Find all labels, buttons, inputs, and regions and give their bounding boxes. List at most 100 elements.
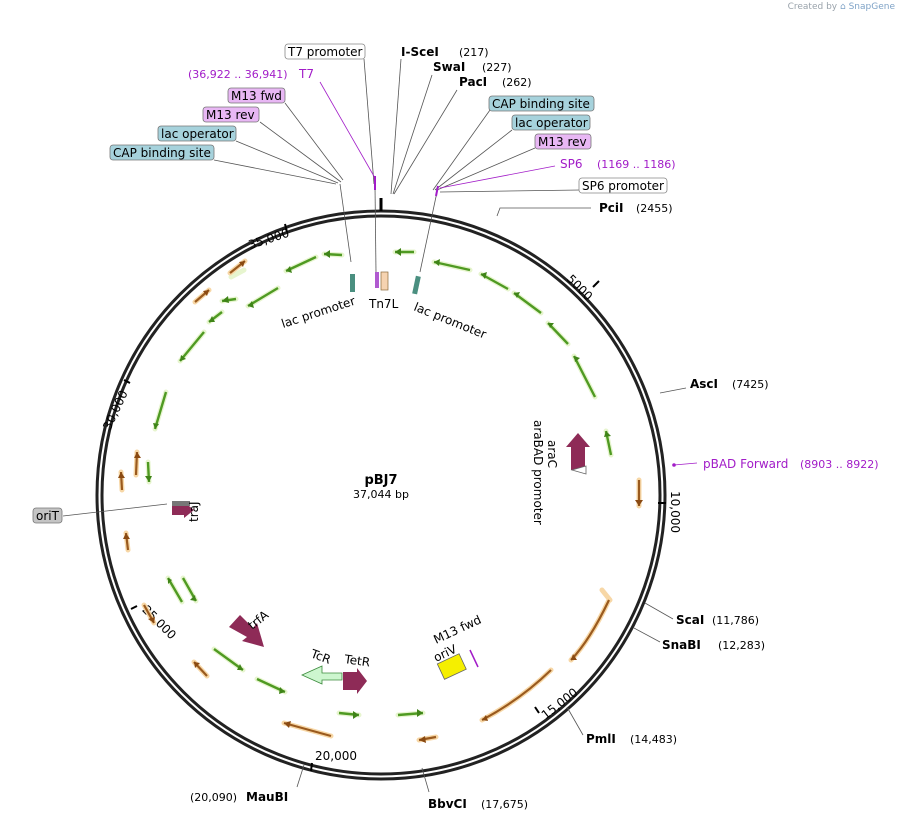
- leader-line: [363, 58, 375, 185]
- leader-line: [633, 627, 661, 643]
- leader-line: [439, 165, 556, 189]
- leader-line: [62, 503, 168, 517]
- orf-arrow[interactable]: [179, 331, 205, 362]
- credit-prefix: Created by: [787, 2, 838, 12]
- box-sp6-promoter[interactable]: [578, 177, 668, 194]
- snapgene-credit: Created by ⌂ SnapGene: [788, 2, 895, 12]
- leader-line: [434, 129, 513, 191]
- arac-feature[interactable]: [566, 433, 590, 470]
- box-sp6-promoter-text: SP6 promoter: [582, 179, 664, 193]
- m13-fwd-primer[interactable]: [469, 649, 479, 668]
- orf-heads-green: [145, 248, 611, 719]
- site-swai[interactable]: SwaI: [433, 60, 465, 74]
- site-pmli-pos: (14,483): [630, 733, 677, 746]
- orf-arrow[interactable]: [247, 286, 279, 308]
- orf-arrow[interactable]: [213, 648, 244, 671]
- box-m13-rev-left-text: M13 rev: [206, 108, 255, 122]
- tetr-feature[interactable]: [343, 668, 367, 694]
- box-m13-rev-right[interactable]: [534, 133, 592, 150]
- arabad-promoter-feature[interactable]: [570, 465, 587, 475]
- leader-line: [644, 602, 674, 620]
- site-asci[interactable]: AscI: [690, 377, 718, 391]
- primer-pbad-name[interactable]: pBAD Forward: [703, 457, 788, 471]
- site-pcii[interactable]: PciI: [599, 201, 624, 215]
- box-m13-rev-right-text: M13 rev: [538, 135, 587, 149]
- orf-arrow[interactable]: [433, 260, 471, 272]
- plasmid-size: 37,044 bp: [353, 488, 409, 501]
- box-m13-rev-left[interactable]: [202, 106, 260, 123]
- sp6-primer[interactable]: [435, 185, 439, 197]
- label-arac: araC: [545, 440, 559, 468]
- box-lac-operator-left-text: lac operator: [161, 127, 234, 141]
- label-tcr: TcR: [308, 646, 333, 666]
- leader-line: [421, 767, 430, 793]
- orf-arrow[interactable]: [513, 292, 542, 314]
- leader-line: [296, 764, 305, 788]
- oriv-feature[interactable]: [436, 653, 467, 680]
- orit-mark: [172, 501, 190, 506]
- leader-line: [566, 706, 584, 736]
- box-cap-binding-right-text: CAP binding site: [492, 97, 590, 111]
- primer-t7-name[interactable]: T7: [298, 67, 314, 81]
- site-bbvci[interactable]: BbvCI: [428, 797, 467, 811]
- primer-pbad-range: (8903 .. 8922): [800, 458, 879, 471]
- label-traj: traJ: [187, 501, 201, 522]
- box-lac-operator-right[interactable]: [511, 114, 591, 131]
- box-lac-operator-right-text: lac operator: [515, 116, 588, 130]
- box-orit[interactable]: [32, 507, 63, 524]
- box-cap-binding-left[interactable]: [109, 144, 215, 161]
- site-scai[interactable]: ScaI: [676, 613, 704, 627]
- orf-arrow[interactable]: [547, 322, 569, 345]
- site-swai-pos: (227): [482, 61, 512, 74]
- pbad-primer[interactable]: [672, 463, 676, 467]
- leader-lines: [62, 58, 687, 793]
- lac-promoter-right-feature[interactable]: [412, 275, 421, 295]
- site-asci-pos: (7425): [732, 378, 769, 391]
- leader-line: [284, 102, 344, 181]
- orf-arrow[interactable]: [166, 577, 184, 603]
- primer-labels: (36,922 .. 36,941) T7 SP6 (1169 .. 1186)…: [188, 67, 879, 471]
- orf-heads-orange: [118, 261, 643, 743]
- label-lac-promoter-left: lac promoter: [280, 294, 357, 331]
- primer-t7-range: (36,922 .. 36,941): [188, 68, 288, 81]
- orf-arrow[interactable]: [153, 391, 168, 430]
- box-cap-binding-right[interactable]: [488, 95, 595, 112]
- site-iscei[interactable]: I-SceI: [401, 45, 439, 59]
- box-t7-promoter[interactable]: [284, 43, 366, 60]
- site-pmli[interactable]: PmlI: [586, 732, 616, 746]
- orf-arrow[interactable]: [572, 355, 597, 398]
- site-maubi[interactable]: MauBI: [246, 790, 288, 804]
- site-snabi[interactable]: SnaBI: [662, 638, 701, 652]
- ruler-tick: [310, 762, 313, 772]
- box-orit-text: oriT: [36, 509, 60, 523]
- tn7l-feature[interactable]: [380, 271, 389, 291]
- leader-line: [496, 207, 591, 217]
- orf-arrow[interactable]: [570, 599, 610, 661]
- leader-line: [339, 183, 352, 263]
- box-cap-binding-left-text: CAP binding site: [113, 146, 211, 160]
- box-lac-operator-left[interactable]: [157, 125, 237, 142]
- label-arabad-promoter: araBAD promoter: [531, 420, 545, 525]
- ruler-label-10000: 10,000: [668, 491, 682, 533]
- orf-arrow[interactable]: [285, 255, 317, 273]
- primer-leaders: [319, 81, 698, 466]
- leader-line: [235, 140, 339, 184]
- primer-sp6-name[interactable]: SP6: [560, 157, 583, 171]
- ruler-tick: [284, 223, 288, 233]
- snapgene-logo-icon: ⌂: [840, 2, 846, 12]
- ruler-tick: [123, 379, 131, 384]
- site-paci[interactable]: PacI: [459, 75, 487, 89]
- boxed-labels: T7 promoter M13 fwd M13 rev lac operator…: [32, 43, 668, 524]
- leader-line: [259, 121, 342, 183]
- orf-arrow[interactable]: [283, 721, 332, 738]
- tcr-feature[interactable]: [301, 665, 343, 685]
- ruler-tick: [534, 706, 540, 714]
- trfa-feature[interactable]: [229, 615, 264, 647]
- lac-promoter-left-feature[interactable]: [350, 274, 355, 292]
- site-iscei-pos: (217): [459, 46, 489, 59]
- orf-arrow[interactable]: [481, 669, 552, 721]
- leader-line: [439, 189, 581, 193]
- leader-line: [213, 159, 337, 185]
- restriction-sites: I-SceI (217) SwaI (227) PacI (262) PciI …: [190, 45, 769, 811]
- box-m13-fwd[interactable]: [227, 87, 286, 104]
